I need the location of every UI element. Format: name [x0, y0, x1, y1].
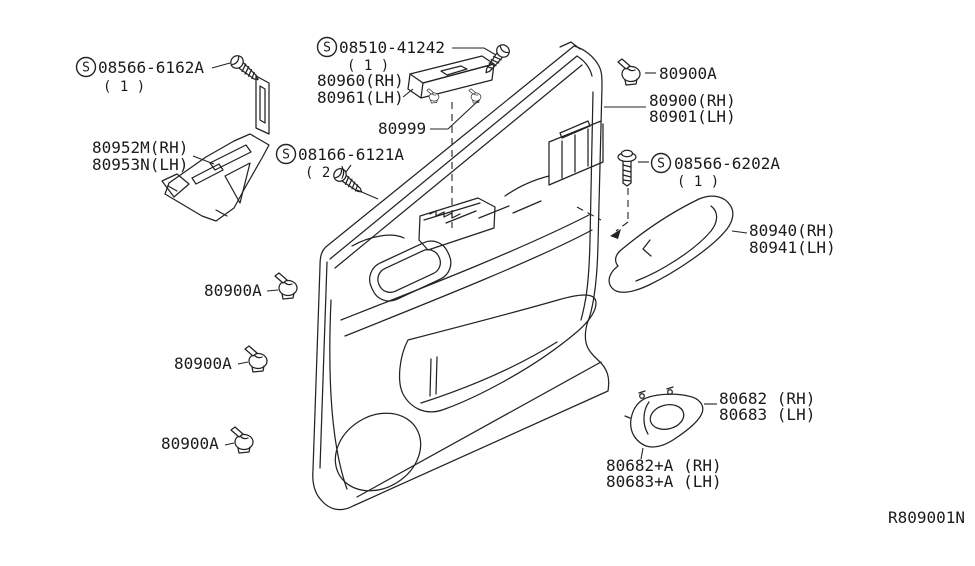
part-number: 80900A — [204, 281, 262, 300]
part-qty: ( 2 ) — [305, 165, 347, 181]
screw-icon — [480, 41, 513, 78]
part-number-rh: 80682 (RH) — [719, 389, 815, 408]
label-clip-low: 80900A — [174, 354, 232, 373]
label-clip-top: 80900A — [659, 64, 717, 83]
label-clip-bottom: 80900A — [161, 434, 219, 453]
part-number-rh: 80682+A (RH) — [606, 456, 722, 475]
part-number-lh: 80941(LH) — [749, 238, 836, 257]
part-number-lh: 80961(LH) — [317, 88, 404, 107]
escutcheon-drawing — [624, 386, 704, 448]
label-bracket: 80952M(RH) 80953N(LH) — [92, 138, 188, 174]
leader-lines — [192, 47, 748, 460]
part-number: 08166-6121A — [298, 145, 404, 164]
part-number: 80900A — [161, 434, 219, 453]
clip-icon — [230, 426, 254, 454]
s-symbol-icon — [275, 143, 297, 165]
part-number-lh: 80901(LH) — [649, 107, 736, 126]
label-screw-08166-6121a: S 08166-6121A ( 2 ) — [275, 143, 404, 181]
s-symbol-icon — [75, 56, 97, 78]
label-80999: 80999 — [378, 119, 426, 138]
door-trim-panel-drawing — [312, 41, 610, 511]
alignment-dashes — [451, 102, 629, 239]
part-number: 80999 — [378, 119, 426, 138]
label-escutcheon: 80682 (RH) 80683 (LH) — [719, 389, 815, 424]
clip-icon — [274, 272, 298, 300]
part-number-rh: 80900(RH) — [649, 91, 736, 110]
part-qty: ( 1 ) — [347, 58, 389, 74]
label-armrest: 80940(RH) 80941(LH) — [749, 221, 836, 257]
part-number-rh: 80960(RH) — [317, 71, 404, 90]
bracket-drawing — [161, 75, 270, 222]
screw-icon — [227, 52, 263, 86]
part-number-lh: 80683+A (LH) — [606, 472, 722, 491]
clip-icon — [617, 58, 641, 86]
part-number-rh: 80940(RH) — [749, 221, 836, 240]
clip-icon — [244, 345, 268, 373]
label-switch-finisher: 80960(RH) 80961(LH) — [317, 71, 404, 107]
label-bolt-08566-6202a: S 08566-6202A ( 1 ) — [650, 152, 780, 190]
labels: S 08566-6162A ( 1 ) 80952M(RH) 80953N(LH… — [75, 36, 965, 527]
s-symbol-text: S — [282, 148, 290, 163]
figure-ref-code: R809001N — [888, 508, 965, 527]
part-number: 80900A — [174, 354, 232, 373]
s-symbol-icon — [650, 152, 672, 174]
part-number: 08510-41242 — [339, 38, 445, 57]
part-number-lh: 80953N(LH) — [92, 155, 188, 174]
switch-finisher-drawing — [407, 55, 495, 99]
armrest-drawing — [608, 195, 734, 293]
part-number: 08566-6162A — [98, 58, 204, 77]
part-number: 80900A — [659, 64, 717, 83]
bolt-icon — [617, 149, 637, 187]
s-symbol-text: S — [657, 157, 665, 172]
part-number: 08566-6202A — [674, 154, 780, 173]
part-number-rh: 80952M(RH) — [92, 138, 188, 157]
small-clip-icon — [468, 88, 482, 104]
s-symbol-icon — [316, 36, 338, 58]
label-screw-08566-6162a: S 08566-6162A ( 1 ) — [75, 56, 204, 95]
part-qty: ( 1 ) — [103, 79, 145, 95]
label-escutcheon-a: 80682+A (RH) 80683+A (LH) — [606, 456, 722, 491]
s-symbol-text: S — [82, 61, 90, 76]
part-number-lh: 80683 (LH) — [719, 405, 815, 424]
label-clip-mid: 80900A — [204, 281, 262, 300]
label-door-finisher: 80900(RH) 80901(LH) — [649, 91, 736, 126]
s-symbol-text: S — [323, 41, 331, 56]
label-screw-08510-41242: S 08510-41242 ( 1 ) — [316, 36, 445, 74]
part-qty: ( 1 ) — [677, 174, 719, 190]
